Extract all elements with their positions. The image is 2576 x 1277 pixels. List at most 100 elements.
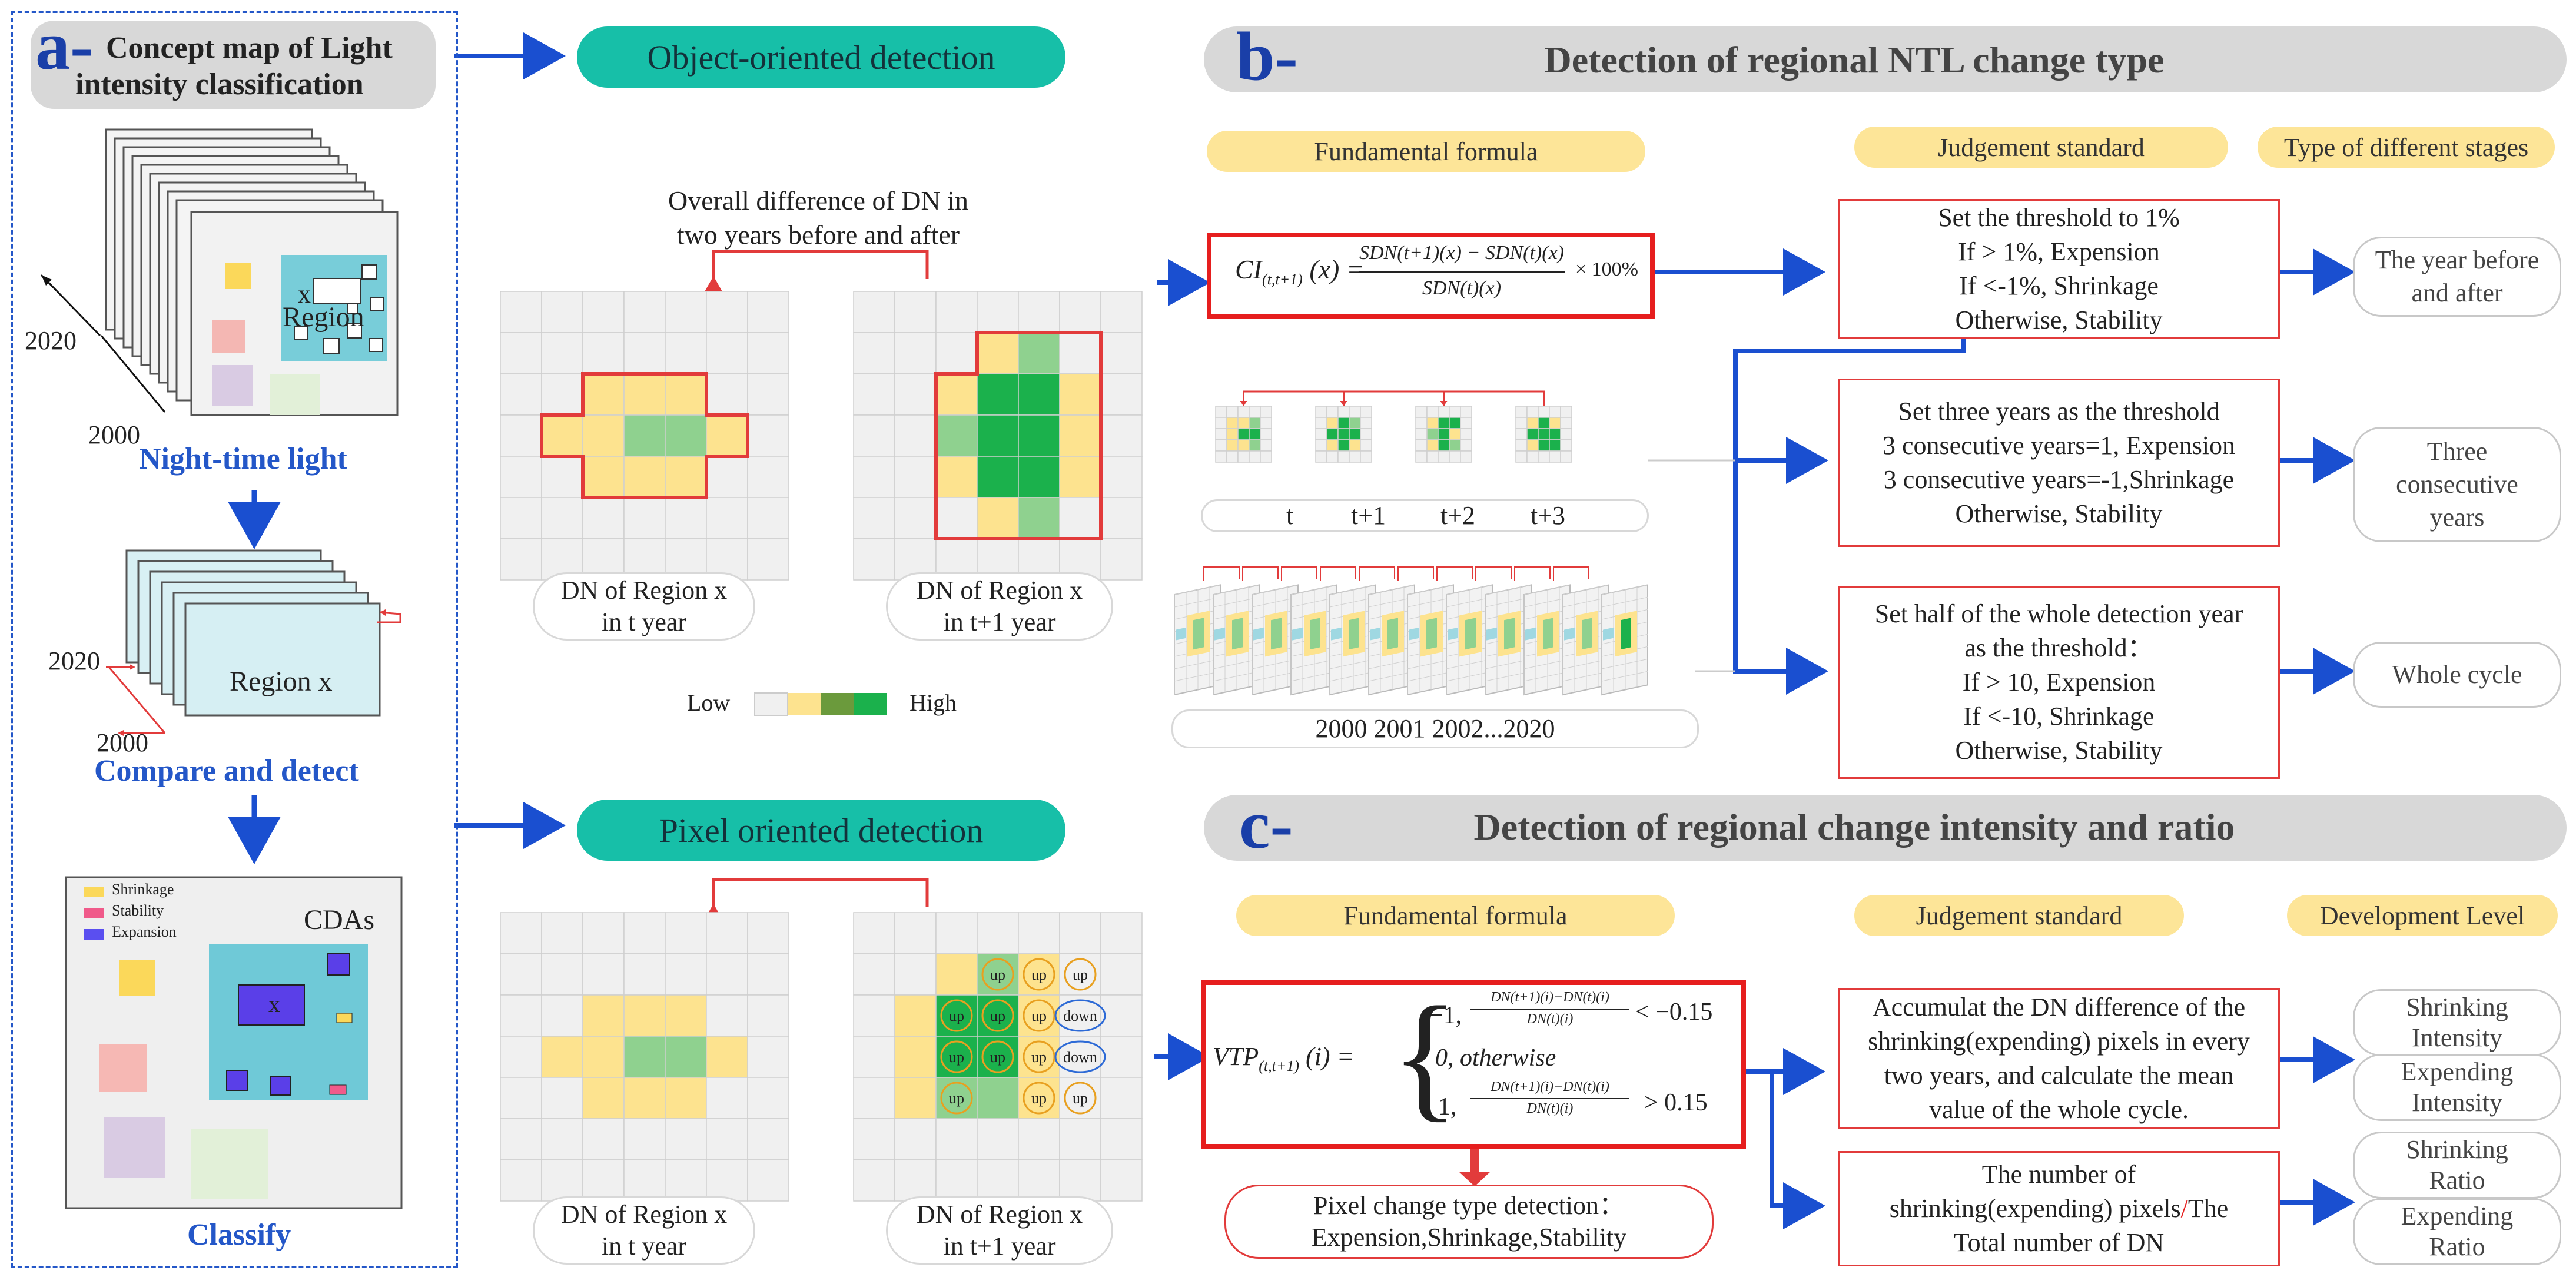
mini-grid-0-cell (1215, 406, 1227, 418)
obj-grid-left-cell (747, 456, 789, 498)
mini-grid-0-cell (1215, 439, 1227, 452)
obj-grid-left-cell (541, 373, 583, 416)
cycle-link (1475, 566, 1512, 581)
mini-grid-3-cell (1526, 428, 1539, 440)
pix-grid-left-cell (623, 1159, 666, 1202)
pixel-up-label: up (949, 1090, 964, 1107)
obj-grid-left-cell (500, 291, 542, 333)
vtp-case1-bar (1470, 1009, 1629, 1010)
c-formula-header: Fundamental formula (1236, 895, 1675, 936)
pix-grid-left-cell (747, 1036, 789, 1078)
obj-grid-right-cell (1100, 497, 1143, 539)
t-label-0: t (1286, 501, 1294, 530)
mini-grid-0-cell (1237, 439, 1250, 452)
mini-grid-1-cell (1360, 439, 1372, 452)
pix-grid-right-cell (1018, 953, 1060, 996)
vtp-case3-bar (1470, 1098, 1629, 1099)
obj-cap-left: DN of Region x in t year (533, 572, 755, 641)
mini-grid-2-cell (1438, 428, 1450, 440)
pixel-up-marker (1023, 999, 1055, 1032)
b-std1: Set the threshold to 1% If > 1%, Expensi… (1838, 199, 2280, 339)
cycle-frame (1252, 584, 1299, 696)
pixel-down-label: down (1063, 1007, 1097, 1024)
pix-grid-left-cell (665, 994, 707, 1037)
cycle-green (1426, 618, 1437, 650)
pix-grid-left-cell (500, 1077, 542, 1119)
mini-grid-0-cell (1249, 406, 1261, 418)
obj-grid-right-cell (1059, 497, 1101, 539)
c-std2-l2b: The (2187, 1194, 2229, 1223)
pixel-detection-title: Pixel oriented detection (577, 800, 1065, 861)
cycle-green (1349, 618, 1359, 650)
obj-grid-right-cell (1018, 373, 1060, 416)
obj-grid-left-cell (500, 332, 542, 374)
pix-grid-right-cell (1018, 1118, 1060, 1160)
c-lvl3-l2: Ratio (2429, 1166, 2485, 1195)
b-formula-header: Fundamental formula (1207, 131, 1645, 172)
mini-grid-1-cell (1349, 450, 1361, 463)
pixel-down-marker (1054, 999, 1106, 1032)
mini-grid-3-cell (1549, 417, 1561, 429)
panel-c-title: Detection of regional change intensity a… (1473, 806, 2235, 848)
mini-grid-0-cell (1237, 417, 1250, 429)
c-lvl3: Shrinking Ratio (2353, 1132, 2561, 1199)
mini-grid-2-cell (1460, 450, 1472, 463)
c-std1-l3: two years, and calculate the mean (1884, 1060, 2234, 1090)
ci-lhs-sub: (t,t+1) (1262, 271, 1303, 288)
pix-grid-right-cell (1059, 994, 1101, 1037)
cycle-blue (1331, 627, 1342, 641)
pix-grid-right-cell (853, 1159, 895, 1202)
c-lvl1-l1: Shrinking (2406, 993, 2508, 1021)
legend-expansion: Expansion (112, 923, 177, 940)
c-std1-l4: value of the whole cycle. (1928, 1094, 2189, 1124)
pix-cap-left-1: DN of Region x (560, 1200, 728, 1229)
pixel-up-marker (940, 1082, 973, 1115)
mini-grid-0-cell (1237, 406, 1250, 418)
panel-a-title-1: Concept map of Light (106, 31, 393, 65)
mini-grid-0-cell (1260, 406, 1272, 418)
mini-grid-2-cell (1460, 406, 1472, 418)
pix-grid-right-cell (935, 912, 978, 954)
b-std2-l3: 3 consecutive years=-1,Shrinkage (1883, 465, 2235, 494)
pix-grid-left-cell (541, 1077, 583, 1119)
obj-grid-right-cell (1018, 291, 1060, 333)
mini-grid-2-cell (1449, 417, 1461, 429)
pix-grid-right-cell (1018, 1159, 1060, 1202)
b-std3: Set half of the whole detection year as … (1838, 586, 2280, 779)
obj-grid-left-cell (623, 497, 666, 539)
pix-grid-right-cell (935, 953, 978, 996)
pix-grid-left-cell (665, 1118, 707, 1160)
cycle-link (1203, 566, 1240, 581)
obj-grid-right-cell (977, 497, 1019, 539)
b-std3-l4: If <-10, Shrinkage (1963, 702, 2155, 731)
cycle-link (1281, 566, 1317, 581)
cycle-frame (1290, 584, 1337, 696)
pixel-up-marker (981, 958, 1014, 991)
pix-grid-left-cell (500, 1159, 542, 1202)
mini-grid-3-cell (1538, 450, 1550, 463)
pix-grid-right-cell (935, 994, 978, 1037)
pix-cap-left-2: in t year (601, 1232, 687, 1261)
year-2000-mid: 2000 (97, 728, 148, 757)
vtp-lhs-name: VTP (1213, 1042, 1259, 1071)
obj-grid-right-cell (853, 291, 895, 333)
obj-grid-right-cell (977, 291, 1019, 333)
legend-stability: Stability (112, 902, 164, 919)
mini-grid-2-cell (1449, 439, 1461, 452)
panel-b-letter: b- (1236, 18, 1298, 95)
change-type-l2: Expension,Shrinkage,Stability (1311, 1223, 1627, 1252)
cycle-frame (1601, 584, 1648, 696)
diff-line-2: two years before and after (676, 220, 960, 250)
branch-to-std3 (1733, 336, 1966, 695)
mini-grid-0-cell (1249, 428, 1261, 440)
pix-grid-right-cell (1100, 953, 1143, 996)
mini-grid-1-cell (1349, 439, 1361, 452)
mini-grid-3-cell (1538, 406, 1550, 418)
c-lvl1: Shrinking Intensity (2353, 989, 2561, 1056)
b-type1: The year before and after (2353, 237, 2561, 317)
obj-grid-right-cell (894, 456, 937, 498)
vtp-case3-den: DN(t)(i) (1526, 1101, 1574, 1116)
mini-grid-1-cell (1326, 417, 1339, 429)
t-label-1: t+1 (1351, 501, 1386, 530)
ntl-image-stack (40, 128, 399, 416)
